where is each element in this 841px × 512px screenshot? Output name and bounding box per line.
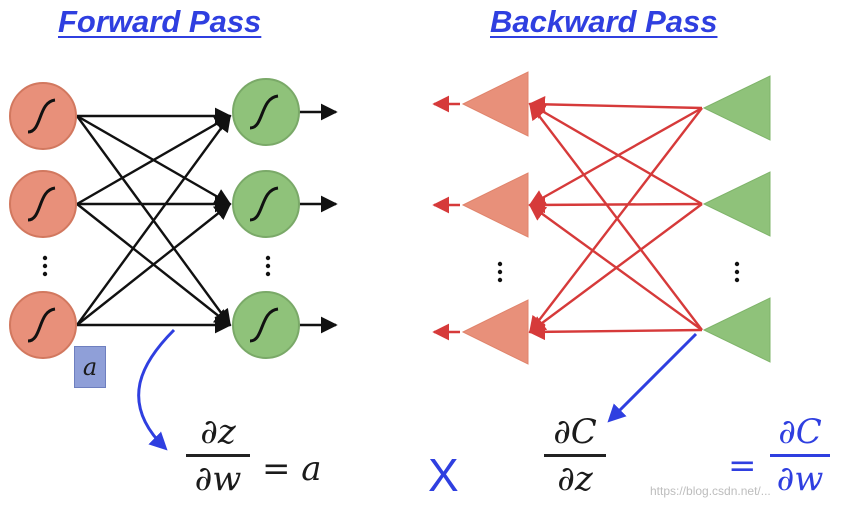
fraction-bar xyxy=(186,454,250,457)
fraction-bar xyxy=(544,454,606,457)
triangle-icon xyxy=(461,172,529,238)
backward-edge xyxy=(528,107,703,334)
backward-edge xyxy=(528,102,703,331)
forward-edge xyxy=(76,114,231,326)
triangle-icon xyxy=(702,171,771,237)
backward-edge xyxy=(528,323,703,341)
backward-edge xyxy=(528,106,703,207)
pointer-arrow xyxy=(137,328,176,451)
output-neuron xyxy=(232,78,300,146)
backward-numerator: ∂C xyxy=(553,412,597,452)
sigmoid-icon xyxy=(249,186,279,222)
result-derivative: ∂C ∂w xyxy=(770,412,830,499)
backward-input-nodes xyxy=(461,71,529,365)
backward-derivative: ∂C ∂z xyxy=(544,412,606,499)
sigmoid-icon xyxy=(27,186,56,222)
backward-output-nodes xyxy=(702,75,771,363)
output-neurons xyxy=(232,78,300,359)
forward-edge xyxy=(76,202,232,326)
watermark: https://blog.csdn.net/... xyxy=(650,484,771,498)
output-neuron xyxy=(232,170,300,238)
multiply-sign: X xyxy=(428,449,459,501)
backward-edge xyxy=(528,102,703,206)
vertical-ellipsis-icon xyxy=(497,261,503,283)
forward-connections xyxy=(76,103,338,334)
backward-connections xyxy=(432,95,703,341)
backward-pass-title: Backward Pass xyxy=(490,4,718,39)
forward-pass-title: Forward Pass xyxy=(58,4,262,39)
sigmoid-icon xyxy=(27,307,56,343)
forward-equals: = a xyxy=(262,449,322,489)
triangle-icon xyxy=(702,75,771,141)
result-equals: = xyxy=(728,446,757,486)
backward-denominator: ∂z xyxy=(557,459,593,499)
triangle-icon xyxy=(461,299,529,365)
forward-derivative: ∂z ∂w xyxy=(186,412,250,499)
vertical-ellipsis-icon xyxy=(265,255,271,277)
triangle-icon xyxy=(461,71,529,137)
backward-edge xyxy=(528,196,703,214)
activation-label: a xyxy=(74,346,106,388)
vertical-ellipsis-icon xyxy=(734,261,740,283)
input-neuron xyxy=(9,291,77,359)
fraction-bar xyxy=(770,454,830,457)
input-neuron xyxy=(9,82,77,150)
pointer-arrow xyxy=(607,332,698,423)
backward-edge xyxy=(528,204,703,331)
sigmoid-icon xyxy=(249,307,279,343)
input-neuron xyxy=(9,170,77,238)
output-neuron xyxy=(232,291,300,359)
sigmoid-icon xyxy=(249,94,279,130)
forward-denominator: ∂w xyxy=(194,459,242,499)
result-denominator: ∂w xyxy=(776,459,824,499)
forward-numerator: ∂z xyxy=(200,412,236,452)
result-numerator: ∂C xyxy=(778,412,822,452)
forward-edge xyxy=(76,114,232,206)
triangle-icon xyxy=(702,297,771,363)
vertical-ellipsis-icon xyxy=(42,255,48,277)
input-neurons xyxy=(9,82,77,359)
sigmoid-icon xyxy=(27,98,56,134)
backward-edge xyxy=(528,95,703,113)
